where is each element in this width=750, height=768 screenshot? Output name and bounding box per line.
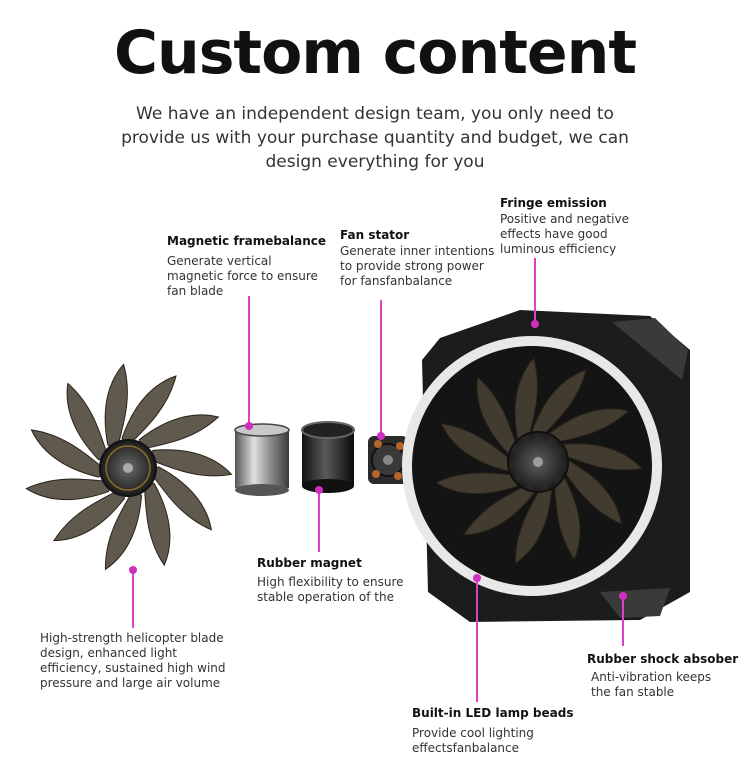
- callout-line-rubber-magnet: [318, 490, 320, 552]
- fan-frame: [402, 310, 690, 622]
- callout-fan-stator: Fan stator Generate inner intentions to …: [340, 228, 498, 289]
- callout-desc: High-strength helicopter blade design, e…: [40, 631, 226, 690]
- callout-rubber-shock: Rubber shock absober Anti-vibration keep…: [587, 652, 747, 700]
- callout-label: Fan stator: [340, 228, 410, 242]
- callout-line-stator: [380, 300, 382, 436]
- callout-line-magnetic-frame: [248, 296, 250, 426]
- callout-fringe-emission: Fringe emission Positive and negative ef…: [500, 196, 660, 257]
- callout-desc: Generate vertical magnetic force to ensu…: [167, 254, 318, 298]
- callout-dot-magnetic-frame: [245, 422, 253, 430]
- callout-label: Magnetic framebalance: [167, 234, 327, 248]
- callout-desc: Anti-vibration keeps the fan stable: [591, 670, 712, 699]
- callout-line-rubber-shock: [622, 596, 624, 646]
- callout-dot-rubber-shock: [619, 592, 627, 600]
- rubber-magnet-ring: [301, 421, 355, 493]
- page-title: Custom content: [113, 18, 637, 88]
- callout-dot-stator: [377, 432, 385, 440]
- magnetic-ring: [234, 423, 290, 496]
- callout-desc: Generate inner intentions to provide str…: [340, 244, 495, 288]
- callout-desc: High flexibility to ensure stable operat…: [257, 575, 404, 604]
- callout-label: Fringe emission: [500, 196, 607, 210]
- callout-line-fringe: [534, 258, 536, 324]
- callout-desc: Positive and negative effects have good …: [500, 212, 629, 256]
- page-subtitle: We have an independent design team, you …: [121, 104, 629, 172]
- callout-rubber-magnet: Rubber magnet High flexibility to ensure…: [257, 556, 407, 605]
- callout-label: Rubber shock absober: [587, 652, 739, 666]
- callout-dot-led: [473, 574, 481, 582]
- callout-label: Rubber magnet: [257, 556, 362, 570]
- callout-label: Built-in LED lamp beads: [412, 706, 574, 720]
- callout-magnetic-frame: Magnetic framebalance Generate vertical …: [167, 234, 327, 299]
- callout-dot-rubber-magnet: [315, 486, 323, 494]
- callout-led-beads: Built-in LED lamp beads Provide cool lig…: [412, 706, 582, 756]
- fan-blade-impeller: [25, 363, 233, 570]
- fan-stator: [368, 436, 408, 484]
- callout-blade: High-strength helicopter blade design, e…: [40, 631, 238, 691]
- callout-dot-blade: [129, 566, 137, 574]
- callout-line-led: [476, 578, 478, 702]
- callout-desc: Provide cool lighting effectsfanbalance: [412, 726, 534, 755]
- callout-line-blade: [132, 570, 134, 628]
- callout-dot-fringe: [531, 320, 539, 328]
